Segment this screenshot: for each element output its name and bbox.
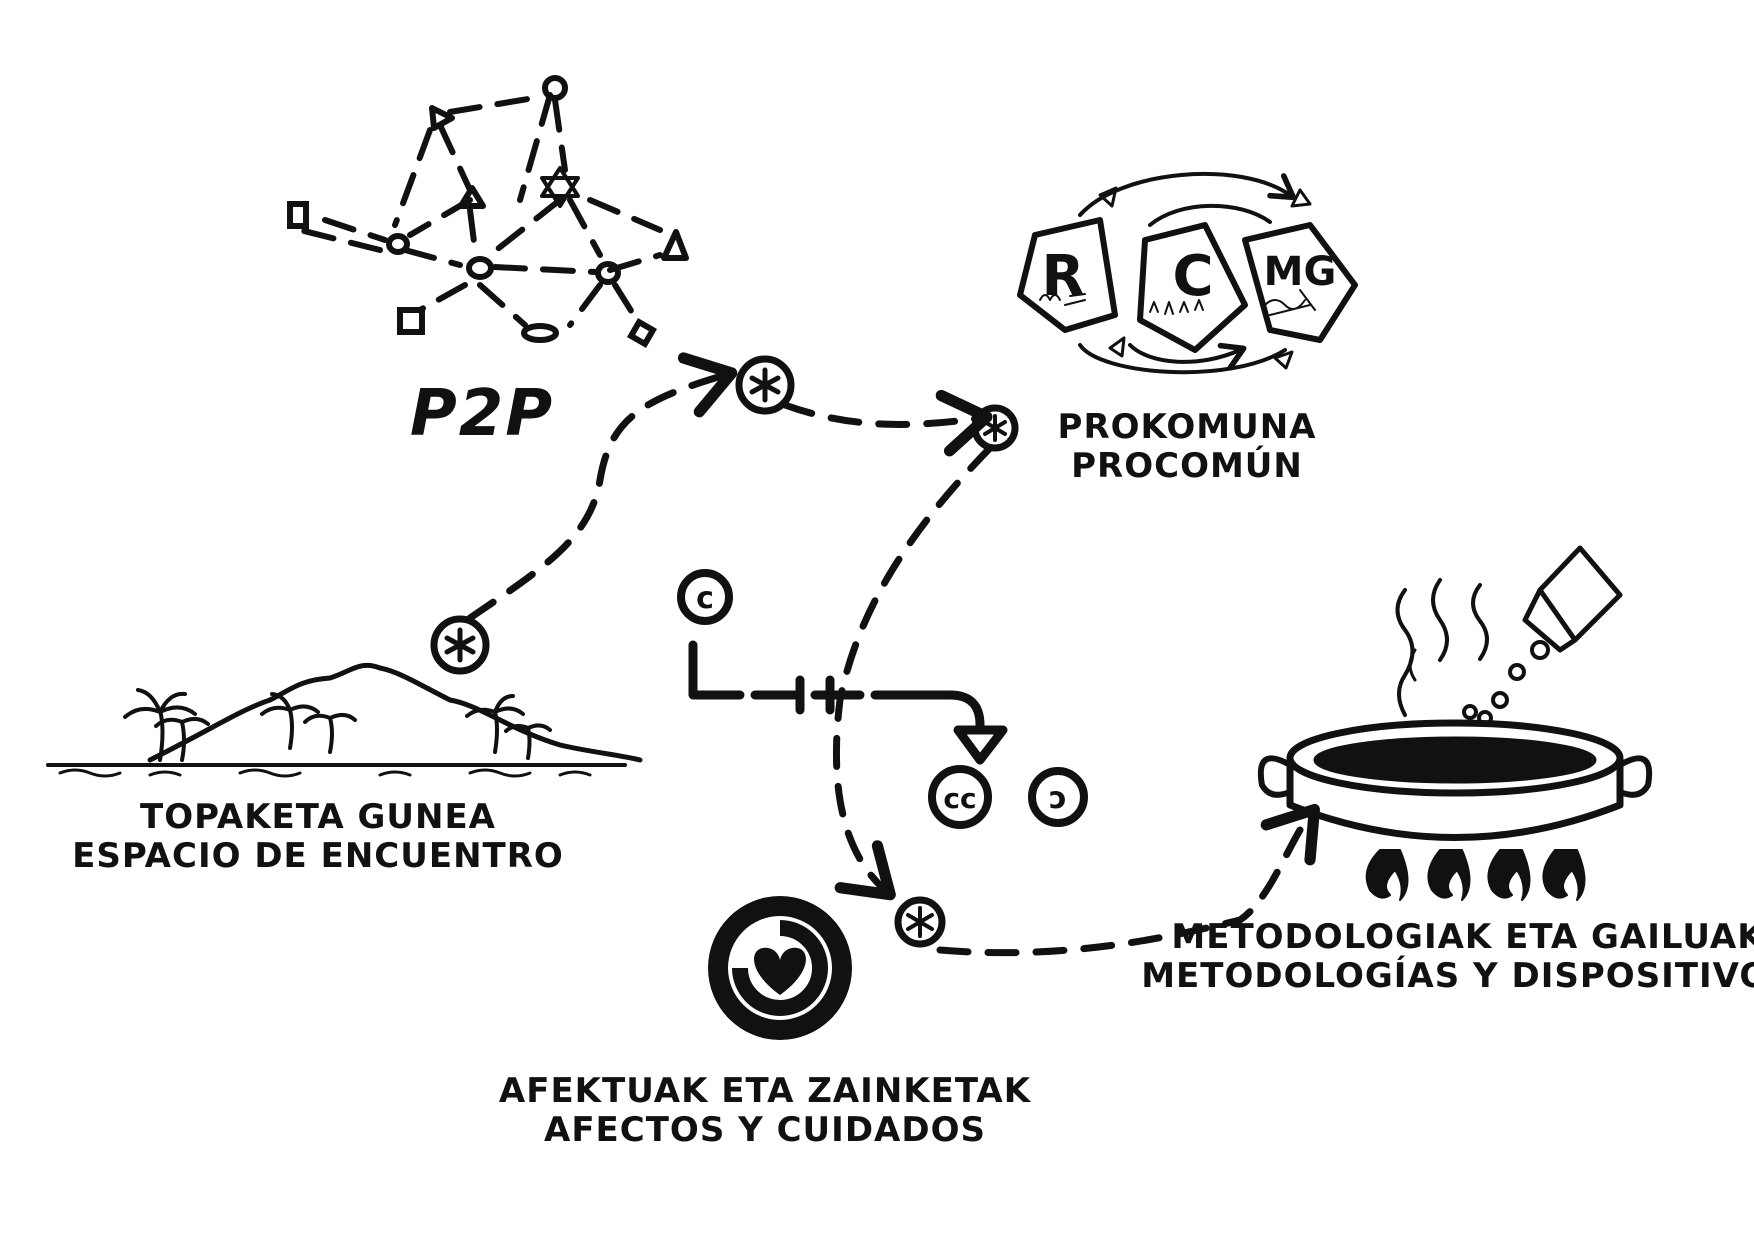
path-p2p-to-procomun: [781, 389, 993, 457]
station-afektuak-asterisk-icon: [894, 896, 946, 948]
path-island-to-p2p: [466, 352, 738, 622]
label-afektuak-eu: AFEKTUAK ETA ZAINKETAK: [498, 1071, 1032, 1111]
svg-text:c: c: [696, 581, 714, 616]
island-icon: [46, 662, 643, 778]
path-afektuak-to-pot: [936, 803, 1320, 957]
svg-text:cc: cc: [943, 782, 976, 815]
creative-commons-symbol-icon: cc: [928, 765, 992, 829]
label-metodologiak: METODOLOGIAK ETA GAILUAK METODOLOGÍAS Y …: [1141, 917, 1754, 997]
copyright-symbol-icon: c: [677, 569, 733, 625]
card-c: [1137, 222, 1248, 353]
label-prokomuna-es: PROCOMÚN: [1071, 446, 1303, 487]
label-topaketa: TOPAKETA GUNEA ESPACIO DE ENCUENTRO: [72, 797, 564, 877]
label-prokomuna: PROKOMUNA PROCOMÚN: [1057, 407, 1317, 487]
label-topaketa-eu: TOPAKETA GUNEA: [140, 797, 496, 837]
label-metodologiak-es: METODOLOGÍAS Y DISPOSITIVOS: [1141, 956, 1754, 997]
station-island-asterisk-icon: [430, 615, 490, 675]
station-p2p-asterisk-icon: [735, 355, 795, 415]
card-r-letter: R: [1041, 244, 1084, 309]
p2p-network-icon: [287, 75, 689, 349]
card-mg-letter: MG: [1264, 249, 1337, 295]
card-r: [1017, 217, 1118, 333]
license-pipe-icon: [688, 640, 1008, 765]
card-c-letter: C: [1172, 244, 1213, 309]
copyleft-symbol-icon: ɔ: [1028, 767, 1088, 827]
p2p-title: P2P: [409, 377, 555, 451]
card-mg: [1242, 222, 1358, 343]
cooking-pot-icon: [1257, 545, 1653, 901]
label-metodologiak-eu: METODOLOGIAK ETA GAILUAK: [1171, 917, 1754, 957]
label-prokomuna-eu: PROKOMUNA: [1057, 407, 1317, 447]
copyleft-heart-icon: [708, 896, 852, 1040]
procomun-cycle-icon: [1017, 172, 1358, 375]
station-procomun-asterisk-icon: [971, 404, 1019, 452]
label-afektuak: AFEKTUAK ETA ZAINKETAK AFECTOS Y CUIDADO…: [498, 1071, 1032, 1151]
label-afektuak-es: AFECTOS Y CUIDADOS: [544, 1110, 986, 1151]
svg-text:ɔ: ɔ: [1049, 781, 1067, 816]
label-topaketa-es: ESPACIO DE ENCUENTRO: [72, 836, 564, 877]
